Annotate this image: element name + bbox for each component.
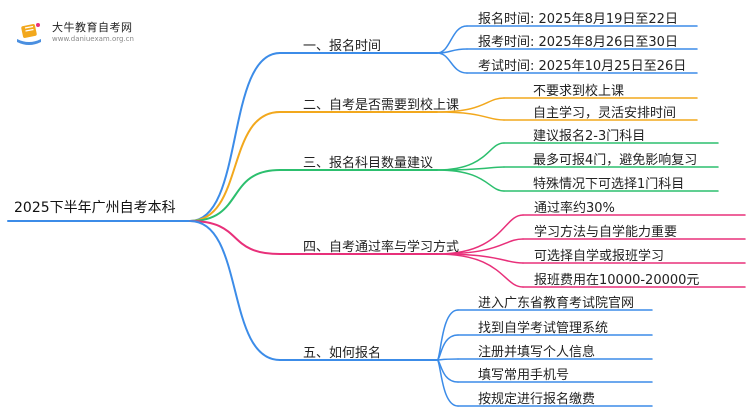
leaf-connector — [436, 238, 524, 255]
leaf-topic[interactable]: 考试时间: 2025年10月25日至26日 — [478, 59, 687, 74]
leaf-topic[interactable]: 找到自学考试管理系统 — [478, 321, 609, 336]
leaf-connector — [436, 253, 524, 288]
leaf-topic[interactable]: 按规定进行报名缴费 — [478, 392, 596, 407]
logo-site-url: www.daniuexam.org.cn — [52, 35, 134, 43]
leaf-topic[interactable]: 学习方法与自学能力重要 — [534, 225, 678, 240]
branch-connector — [189, 52, 281, 222]
leaf-connector — [436, 358, 459, 361]
branch-connector — [189, 220, 281, 255]
leaf-connector — [436, 253, 524, 264]
leaf-connector — [436, 142, 505, 171]
leaf-topic[interactable]: 自主学习，灵活安排时间 — [533, 106, 677, 121]
branch-topic[interactable]: 三、报名科目数量建议 — [303, 156, 434, 171]
leaf-topic[interactable]: 可选择自学或报班学习 — [534, 249, 665, 264]
leaf-topic[interactable]: 报考时间: 2025年8月26日至30日 — [478, 35, 678, 50]
branch-topic[interactable]: 五、如何报名 — [303, 346, 382, 361]
leaf-topic[interactable]: 填写常用手机号 — [478, 368, 570, 383]
leaf-connector — [436, 111, 505, 121]
branch-topic[interactable]: 一、报名时间 — [303, 39, 382, 54]
branch-connector — [189, 169, 281, 222]
leaf-connector — [436, 359, 459, 407]
branch-topic[interactable]: 四、自考通过率与学习方式 — [303, 240, 460, 255]
leaf-topic[interactable]: 注册并填写个人信息 — [478, 345, 596, 360]
leaf-topic[interactable]: 通过率约30% — [534, 201, 615, 216]
logo-site-name: 大牛教育自考网 — [52, 21, 133, 34]
leaf-topic[interactable]: 进入广东省教育考试院官网 — [478, 296, 635, 311]
leaf-topic[interactable]: 不要求到校上课 — [533, 84, 625, 99]
leaf-connector — [436, 48, 468, 54]
book-logo-icon — [17, 23, 41, 45]
leaf-topic[interactable]: 最多可报4门，避免影响复习 — [533, 153, 698, 168]
leaf-topic[interactable]: 报名时间: 2025年8月19日至22日 — [478, 12, 678, 27]
leaf-connector — [436, 166, 505, 171]
leaf-topic[interactable]: 报班费用在10000-20000元 — [534, 273, 700, 288]
leaf-connector — [436, 52, 468, 74]
leaf-connector — [436, 214, 524, 255]
leaf-topic[interactable]: 建议报名2-3门科目 — [533, 129, 646, 144]
leaf-connector — [436, 169, 505, 192]
branch-connector — [189, 220, 281, 361]
branch-topic[interactable]: 二、自考是否需要到校上课 — [303, 98, 460, 113]
branch-connector — [189, 111, 281, 222]
root-topic[interactable]: 2025下半年广州自考本科 — [14, 200, 176, 216]
site-logo[interactable]: 大牛教育自考网 www.daniuexam.org.cn — [14, 17, 214, 51]
leaf-topic[interactable]: 特殊情况下可选择1门科目 — [533, 177, 685, 192]
